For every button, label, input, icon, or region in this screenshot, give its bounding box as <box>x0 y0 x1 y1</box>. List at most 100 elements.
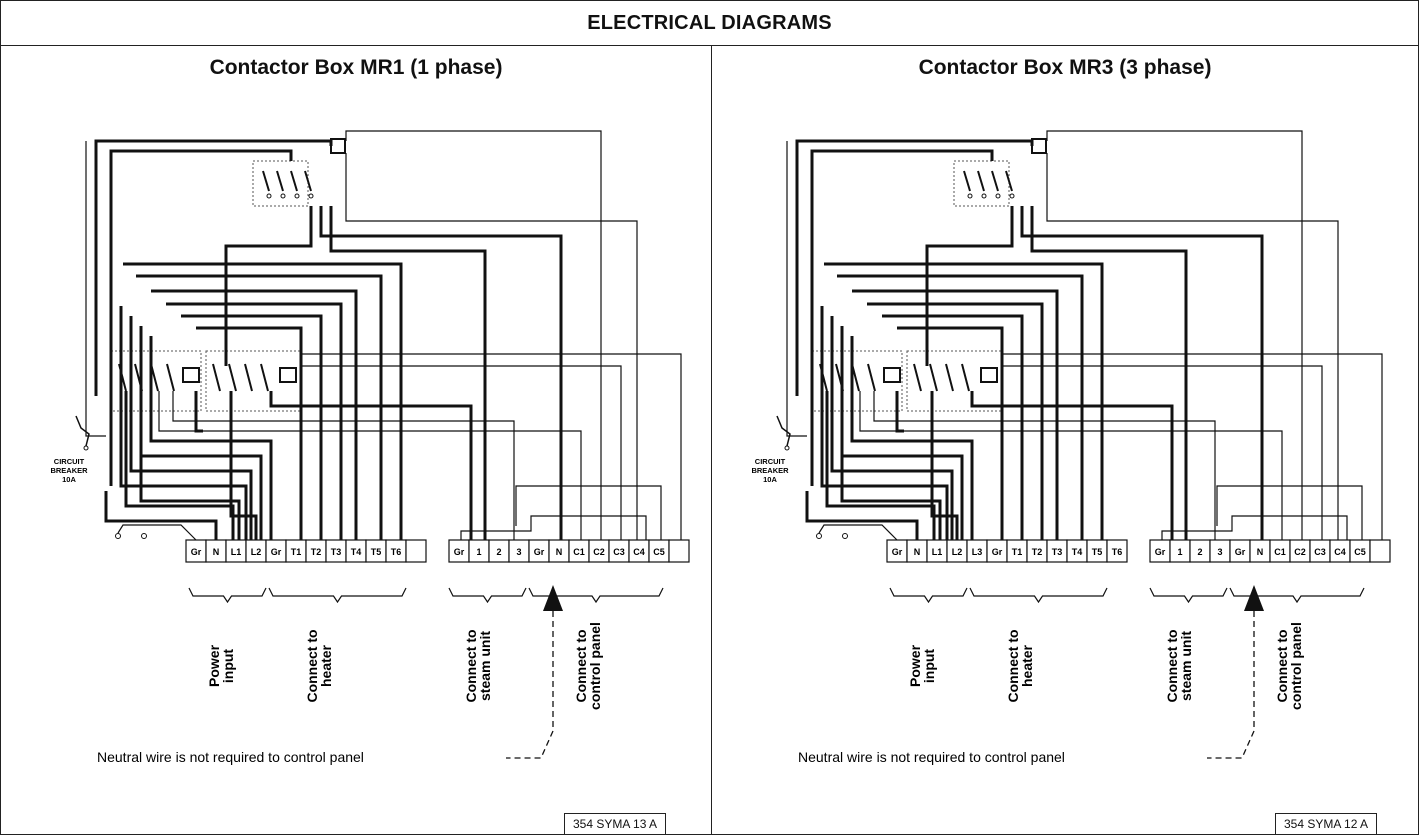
terminal-label: T5 <box>371 547 382 557</box>
breaker-contact <box>784 445 790 451</box>
group-label: Connect to <box>1164 629 1180 702</box>
wire <box>172 391 515 540</box>
wire <box>194 391 203 433</box>
terminal-label: 1 <box>476 547 481 557</box>
wire <box>830 316 954 540</box>
circuit-breaker-label: 10A <box>763 475 777 484</box>
wire <box>929 363 938 392</box>
terminal-label: C4 <box>633 547 645 557</box>
group-label: heater <box>318 644 334 687</box>
terminal-label: 3 <box>1217 547 1222 557</box>
contact-point <box>967 193 973 199</box>
wire <box>117 524 197 541</box>
wire <box>244 363 253 392</box>
wire <box>345 130 602 540</box>
wire <box>515 485 662 540</box>
terminal-label: C1 <box>573 547 585 557</box>
wire <box>181 314 323 540</box>
wire <box>109 149 293 486</box>
wire <box>776 415 791 447</box>
wire <box>1207 611 1255 759</box>
terminal-label: 3 <box>516 547 521 557</box>
terminal-label: N <box>914 547 921 557</box>
group-label: Connect to <box>1005 629 1021 702</box>
wire <box>304 170 312 192</box>
wire <box>166 363 175 392</box>
group-label: heater <box>1019 644 1035 687</box>
terminal-label: Gr <box>1235 547 1246 557</box>
terminal-label: Gr <box>892 547 903 557</box>
wire <box>859 391 1283 540</box>
terminal-label: 2 <box>496 547 501 557</box>
neutral-wire-note: Neutral wire is not required to control … <box>798 749 1065 765</box>
drawing-code: 354 SYMA 12 A <box>1275 813 1378 834</box>
terminal-label: T6 <box>1112 547 1123 557</box>
wire <box>930 391 959 540</box>
terminal-label: L1 <box>231 547 242 557</box>
wire <box>158 391 582 540</box>
switch-contact <box>115 533 121 539</box>
wire <box>970 391 1174 540</box>
terminal-label: 1 <box>1177 547 1182 557</box>
group-label: Connect to <box>1274 629 1290 702</box>
page-title: ELECTRICAL DIAGRAMS <box>1 1 1418 46</box>
wire <box>212 363 221 392</box>
wire <box>460 515 647 540</box>
terminal-block <box>405 539 427 563</box>
terminal-label: T2 <box>1032 547 1043 557</box>
group-label: input <box>921 649 937 684</box>
wire <box>345 153 638 540</box>
terminal-label: T1 <box>291 547 302 557</box>
wire <box>124 391 235 540</box>
terminal-label: L1 <box>932 547 943 557</box>
terminal-label: N <box>1257 547 1264 557</box>
wire <box>1046 130 1303 540</box>
contact-point <box>280 193 286 199</box>
wire <box>977 170 985 192</box>
terminal-label: C2 <box>593 547 605 557</box>
terminal-label: Gr <box>271 547 282 557</box>
terminal-label: Gr <box>454 547 465 557</box>
switch-contact <box>842 533 848 539</box>
wire <box>448 587 527 604</box>
terminal-label: C5 <box>653 547 665 557</box>
wire <box>795 139 1034 396</box>
terminal-label: Gr <box>534 547 545 557</box>
diagram-title: Contactor Box MR1 (1 phase) <box>209 56 503 79</box>
contact-point <box>981 193 987 199</box>
wire <box>1030 206 1188 540</box>
wire <box>139 326 263 540</box>
wire <box>94 139 333 396</box>
group-label: steam unit <box>1178 631 1194 701</box>
circuit-breaker-label: BREAKER <box>751 466 789 475</box>
wire <box>1002 365 1323 540</box>
contact-point <box>995 193 1001 199</box>
wire <box>528 587 664 604</box>
wire <box>149 336 273 540</box>
terminal-label: Gr <box>191 547 202 557</box>
switch-contact <box>141 533 147 539</box>
wire <box>786 141 807 437</box>
terminal-label: Gr <box>992 547 1003 557</box>
terminal-label: C1 <box>1274 547 1286 557</box>
wire <box>151 289 358 540</box>
wire <box>129 316 253 540</box>
terminal-label: L2 <box>251 547 262 557</box>
relay-coil <box>279 367 297 383</box>
group-label: input <box>220 649 236 684</box>
wire <box>1229 587 1365 604</box>
wire <box>969 587 1108 604</box>
group-label: Power <box>206 644 222 687</box>
wire <box>889 587 968 604</box>
terminal-label: T2 <box>311 547 322 557</box>
wire <box>224 206 313 366</box>
contact-point <box>266 193 272 199</box>
terminal-label: T1 <box>1012 547 1023 557</box>
relay-coil <box>182 367 200 383</box>
contact-point <box>294 193 300 199</box>
wire <box>840 326 964 540</box>
wire <box>1005 170 1013 192</box>
